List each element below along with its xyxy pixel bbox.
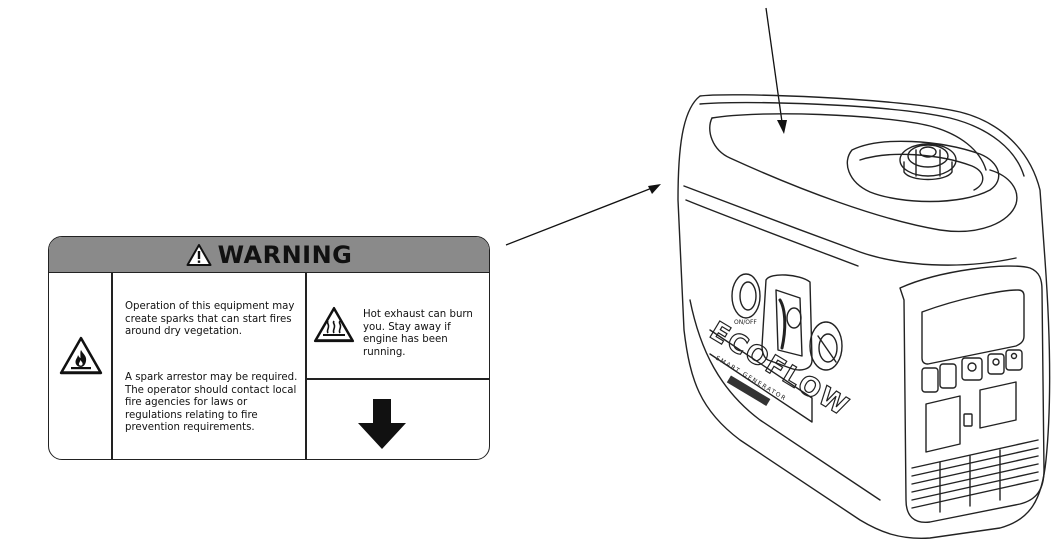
flame-hazard-icon xyxy=(59,336,103,381)
column-divider xyxy=(305,272,307,459)
label-pointer-line xyxy=(505,187,653,246)
top-pointer-arrowhead xyxy=(777,120,787,134)
generator-illustration: ECOFLOW SMART GENERATOR ON/OFF xyxy=(677,94,1051,540)
warning-label: WARNING Operation of this equipment may … xyxy=(48,236,490,460)
label-pointer-arrowhead xyxy=(648,184,661,194)
warning-header: WARNING xyxy=(49,237,489,273)
down-arrow-icon xyxy=(356,397,408,456)
hot-exhaust-message: Hot exhaust can burn you. Stay away if e… xyxy=(363,309,473,358)
row-divider xyxy=(305,378,489,380)
hot-surface-icon xyxy=(313,306,355,349)
generator-brand: ECOFLOW xyxy=(704,316,854,423)
column-divider xyxy=(111,272,113,459)
sparks-message: Operation of this equipment may create s… xyxy=(125,301,295,338)
power-button-label: ON/OFF xyxy=(734,319,757,326)
warning-triangle-icon xyxy=(186,243,212,267)
spark-arrestor-message: A spark arrestor may be required. The op… xyxy=(125,372,298,434)
warning-title: WARNING xyxy=(217,240,353,269)
